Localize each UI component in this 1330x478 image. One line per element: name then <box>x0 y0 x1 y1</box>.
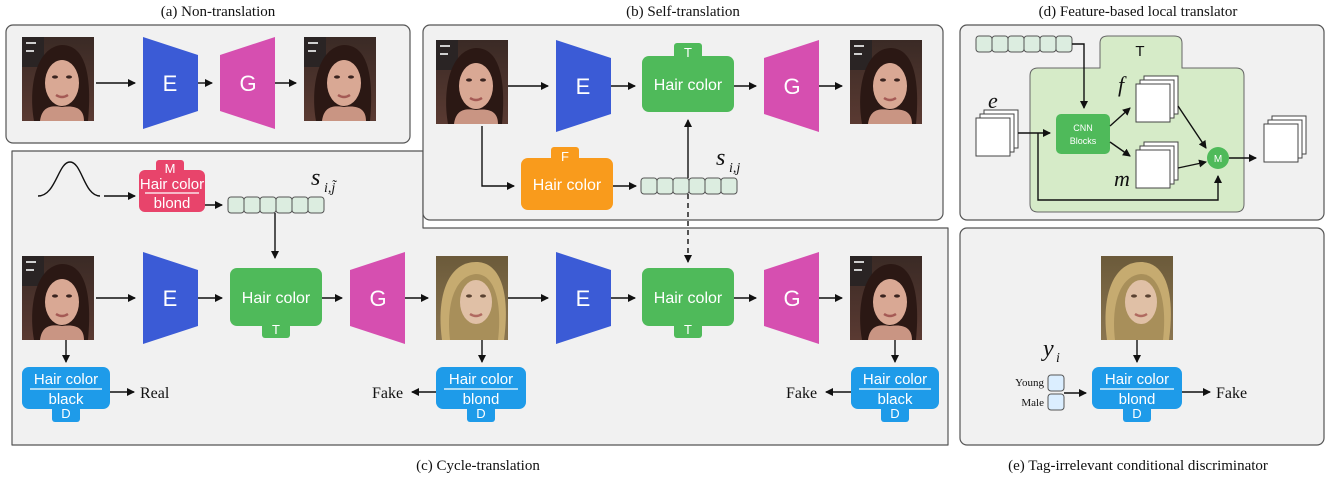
svg-text:T: T <box>684 45 692 60</box>
tag-male: Male <box>1021 397 1044 409</box>
cnn-blocks: CNN Blocks <box>1056 114 1110 154</box>
symbol-y: y <box>1041 336 1054 362</box>
svg-text:T: T <box>684 322 692 337</box>
input-face-a <box>20 35 96 123</box>
svg-text:G: G <box>783 74 800 99</box>
output-face-b <box>848 38 924 126</box>
translator-tag-d: T <box>1135 43 1144 60</box>
feature-e-stack <box>975 109 1019 157</box>
input-face-b <box>434 38 510 126</box>
encoder-b: E <box>556 40 611 132</box>
output-fake-c2: Fake <box>786 385 817 402</box>
generator-a: G <box>220 37 275 129</box>
reconstructed-face-c <box>848 254 924 342</box>
gaussian-curve <box>37 161 101 197</box>
input-face-e <box>1099 254 1175 342</box>
translated-face-c <box>434 254 510 342</box>
symbol-s-tilde-sub: i,j̃ <box>324 180 338 196</box>
svg-text:G: G <box>783 286 800 311</box>
svg-text:Hair color: Hair color <box>533 177 602 194</box>
svg-text:T: T <box>272 322 280 337</box>
discriminator-black-1: Hair color black D <box>22 367 110 422</box>
caption-e: (e) Tag-irrelevant conditional discrimin… <box>1008 458 1268 474</box>
output-fake-e: Fake <box>1216 385 1247 402</box>
svg-text:blond: blond <box>154 195 191 212</box>
svg-text:CNN: CNN <box>1073 123 1093 133</box>
symbol-s-tilde: s <box>311 165 320 191</box>
merge-node: M <box>1207 147 1229 169</box>
svg-text:M: M <box>1214 154 1222 165</box>
encoder-a: E <box>143 37 198 129</box>
svg-text:E: E <box>576 74 591 99</box>
svg-text:Hair color: Hair color <box>863 371 927 388</box>
generator-c1: G <box>350 252 405 344</box>
svg-text:Blocks: Blocks <box>1070 136 1097 146</box>
discriminator-black-2: Hair color black D <box>851 367 939 422</box>
svg-text:blond: blond <box>1119 391 1156 408</box>
svg-text:D: D <box>61 406 70 421</box>
symbol-y-sub: i <box>1056 351 1060 366</box>
translator-c2: Hair color T <box>642 268 734 338</box>
svg-text:Hair color: Hair color <box>34 371 98 388</box>
svg-text:Hair color: Hair color <box>1105 371 1169 388</box>
output-real: Real <box>140 385 170 402</box>
output-feature-stack <box>1263 115 1307 163</box>
extractor-block: F Hair color <box>521 147 613 210</box>
svg-text:G: G <box>369 286 386 311</box>
symbol-m: m <box>1114 166 1130 191</box>
style-code-tilde <box>227 196 325 214</box>
translator-b: T Hair color <box>642 43 734 112</box>
style-code-d <box>975 35 1073 53</box>
symbol-s: s <box>716 145 725 171</box>
symbol-s-sub: i,j <box>729 161 740 176</box>
caption-c: (c) Cycle-translation <box>416 458 540 474</box>
translator-c1: Hair color T <box>230 268 322 338</box>
symbol-e: e <box>988 88 998 113</box>
tag-male-cell <box>1047 393 1065 411</box>
svg-text:blond: blond <box>463 391 500 408</box>
encoder-c1: E <box>143 252 198 344</box>
discriminator-blond-c: Hair color blond D <box>436 367 526 422</box>
tag-young-cell <box>1047 374 1065 392</box>
svg-text:Hair color: Hair color <box>654 77 723 94</box>
tag-young: Young <box>1015 377 1044 389</box>
svg-text:D: D <box>476 406 485 421</box>
style-code-ij <box>640 177 738 195</box>
mapper-block: M Hair color blond <box>139 160 205 212</box>
generator-b: G <box>764 40 819 132</box>
caption-a: (a) Non-translation <box>161 4 276 20</box>
feature-m-stack <box>1135 141 1179 189</box>
svg-text:D: D <box>890 406 899 421</box>
caption-d: (d) Feature-based local translator <box>1039 4 1238 20</box>
svg-text:E: E <box>576 286 591 311</box>
svg-text:Hair color: Hair color <box>449 371 513 388</box>
caption-b: (b) Self-translation <box>626 4 740 20</box>
svg-text:F: F <box>561 149 569 164</box>
svg-text:black: black <box>877 391 913 408</box>
output-face-a <box>302 35 378 123</box>
svg-text:G: G <box>239 71 256 96</box>
svg-text:M: M <box>165 161 176 176</box>
generator-c2: G <box>764 252 819 344</box>
feature-f-stack <box>1135 75 1179 123</box>
svg-text:Hair color: Hair color <box>654 290 723 307</box>
svg-text:Hair color: Hair color <box>140 176 204 193</box>
output-fake-c1: Fake <box>372 385 403 402</box>
encoder-c2: E <box>556 252 611 344</box>
svg-text:black: black <box>48 391 84 408</box>
symbol-f: f <box>1118 72 1127 97</box>
svg-text:E: E <box>163 286 178 311</box>
svg-text:E: E <box>163 71 178 96</box>
real-face-c <box>20 254 96 342</box>
svg-text:Hair color: Hair color <box>242 290 311 307</box>
svg-text:D: D <box>1132 406 1141 421</box>
discriminator-blond-e: Hair color blond D <box>1092 367 1182 422</box>
